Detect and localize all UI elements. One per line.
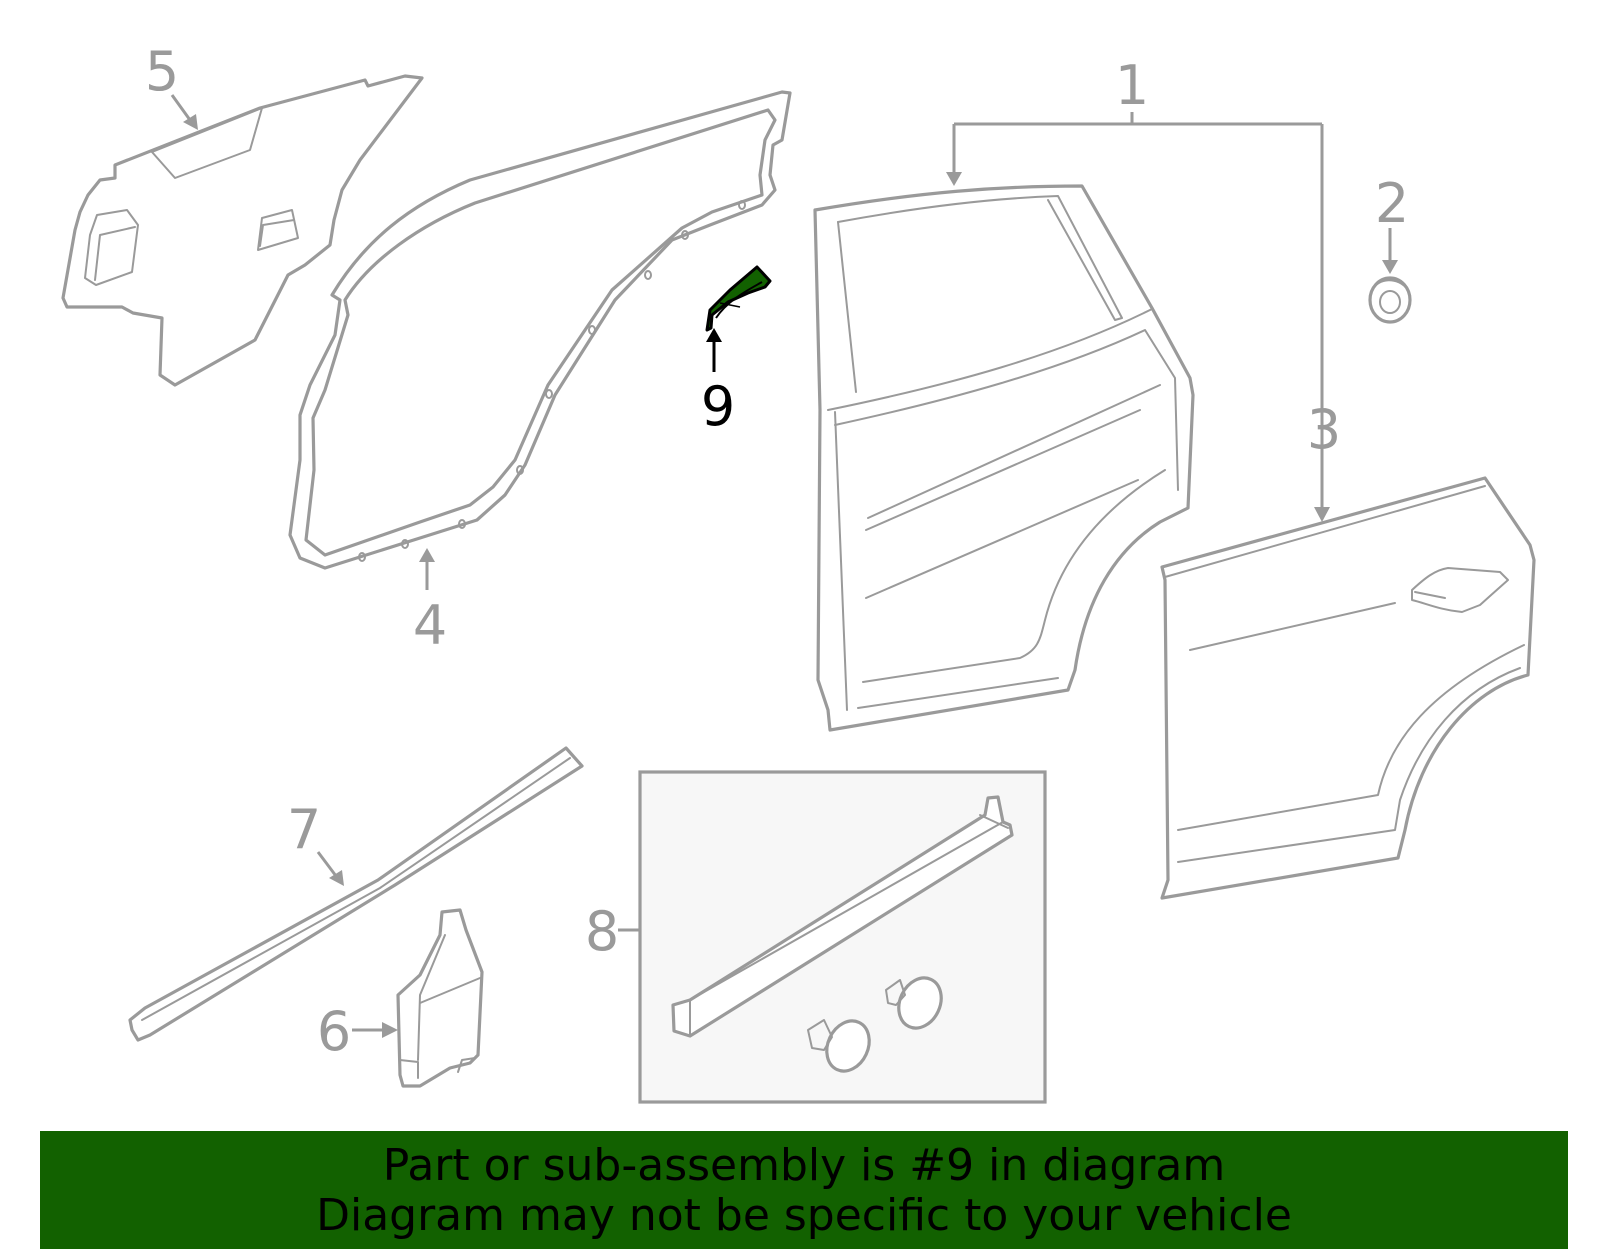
callout-3: 3 (1307, 398, 1341, 461)
part-8-kit-box (638, 770, 1047, 1104)
banner-line-2: Diagram may not be specific to your vehi… (316, 1190, 1292, 1241)
callout-2: 2 (1375, 172, 1409, 235)
part-5-door-trim-panel (61, 74, 424, 387)
leader-lines (170, 94, 1398, 1038)
callout-7: 7 (287, 798, 321, 861)
callout-4: 4 (413, 594, 447, 657)
clip-b (807, 1019, 871, 1073)
part-3-door-outer-panel (1160, 476, 1536, 900)
part-2-grommet (1368, 276, 1412, 324)
callout-9: 9 (701, 375, 735, 438)
part-1-door-shell (813, 184, 1195, 732)
info-banner: Part or sub-assembly is #9 in diagram Di… (40, 1131, 1568, 1249)
part-7-belt-molding (128, 746, 584, 1042)
callout-numbers: 1 2 3 4 5 6 7 8 9 (145, 40, 1409, 1063)
part-6-bracket (396, 908, 484, 1088)
clip-a (885, 976, 943, 1030)
banner-line-1: Part or sub-assembly is #9 in diagram (382, 1140, 1226, 1191)
callout-6: 6 (317, 1000, 351, 1063)
callout-5: 5 (145, 40, 179, 103)
callout-1: 1 (1115, 54, 1149, 117)
part-4-weatherstrip (288, 90, 792, 570)
part-9-highlighted-clip (705, 265, 772, 332)
callout-8: 8 (585, 900, 619, 963)
